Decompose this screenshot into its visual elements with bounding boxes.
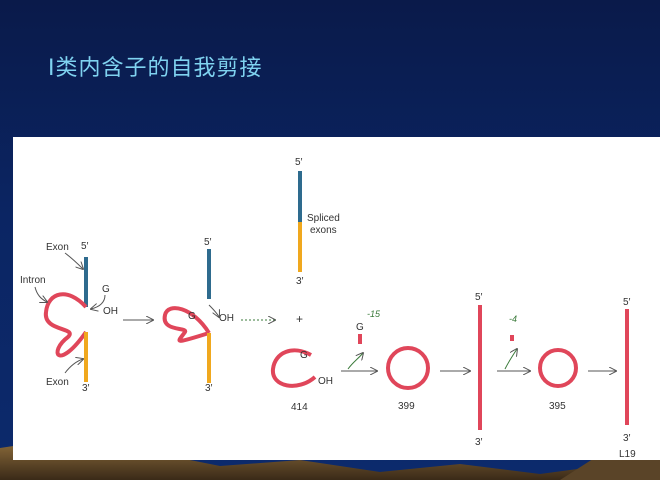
label-oh-1: OH — [103, 306, 118, 317]
released-nucleotides-2: -4 — [504, 314, 517, 370]
step-products: 5′ Spliced exons 3′ + G OH 414 — [270, 157, 340, 413]
label-five-prime-1: 5′ — [81, 241, 89, 252]
label-l19: L19 — [619, 449, 636, 460]
released-nucleotides-1: G -15 — [347, 309, 381, 370]
circular-intron-395 — [538, 348, 578, 388]
label-five-prime-6: 5′ — [623, 297, 631, 308]
step-precursor: Exon 5′ Intron G OH Exon 3′ — [20, 241, 118, 394]
l19-product: 5′ 3′ L19 — [619, 297, 636, 460]
label-three-prime-3: 3′ — [296, 276, 304, 287]
label-exons: exons — [310, 225, 337, 236]
label-intron: Intron — [20, 275, 46, 286]
label-g-4: G — [356, 322, 364, 333]
label-spliced: Spliced — [307, 213, 340, 224]
splicing-diagram: Exon 5′ Intron G OH Exon 3′ 5′ G OH 3′ — [20, 157, 636, 460]
label-g-2: G — [188, 311, 196, 322]
label-three-prime-5: 3′ — [475, 437, 483, 448]
label-three-prime-1: 3′ — [82, 383, 90, 394]
label-three-prime-6: 3′ — [623, 433, 631, 444]
label-399: 399 — [398, 401, 415, 412]
diagram-panel: Exon 5′ Intron G OH Exon 3′ 5′ G OH 3′ — [13, 137, 660, 460]
circular-intron-399 — [386, 346, 430, 390]
label-five-prime-5: 5′ — [475, 292, 483, 303]
label-g-1: G — [102, 284, 110, 295]
step-intermediate: 5′ G OH 3′ — [162, 237, 234, 394]
label-oh-3: OH — [318, 376, 333, 387]
label-five-prime-2: 5′ — [204, 237, 212, 248]
handwritten-minus-4: -4 — [509, 314, 517, 324]
label-plus: + — [296, 312, 303, 326]
label-five-prime-3: 5′ — [295, 157, 303, 168]
label-395: 395 — [549, 401, 566, 412]
intron-loop — [43, 292, 88, 358]
label-three-prime-2: 3′ — [205, 383, 213, 394]
opened-linear-intron-1: 5′ 3′ — [475, 292, 483, 448]
label-exon-bottom: Exon — [46, 377, 69, 388]
label-exon-top: Exon — [46, 242, 69, 253]
slide-title: Ⅰ类内含子的自我剪接 — [48, 56, 263, 81]
handwritten-minus-15: -15 — [367, 309, 381, 319]
linear-intron — [270, 348, 317, 388]
label-oh-2: OH — [219, 313, 234, 324]
label-414: 414 — [291, 402, 308, 413]
label-g-3: G — [300, 350, 308, 361]
